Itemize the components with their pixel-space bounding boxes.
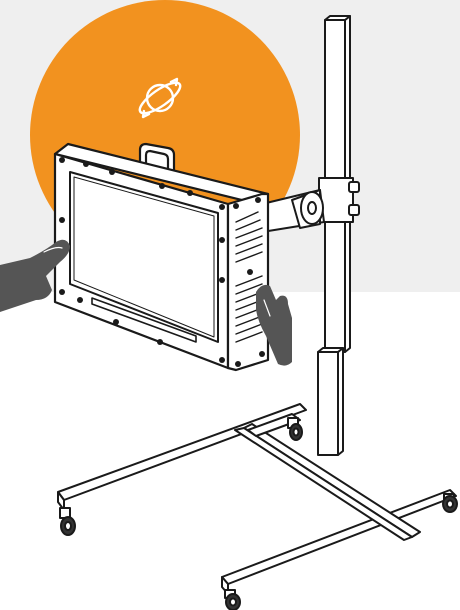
caster-front-right bbox=[442, 493, 458, 513]
right-hand bbox=[256, 284, 292, 366]
bottom-slot bbox=[91, 297, 197, 343]
base-frame bbox=[57, 403, 457, 595]
caster-rear-right bbox=[287, 417, 303, 441]
lower-pole bbox=[317, 347, 344, 456]
side-vents bbox=[235, 211, 263, 343]
rotate-360-icon bbox=[138, 77, 182, 119]
monitor-case bbox=[53, 142, 270, 372]
frame-bolts bbox=[59, 157, 265, 367]
screen bbox=[69, 171, 219, 343]
pole-clamp bbox=[318, 177, 360, 223]
screen-inner bbox=[73, 176, 215, 338]
mount-arm bbox=[261, 189, 325, 233]
left-hand bbox=[0, 239, 70, 312]
caster-rear-left bbox=[59, 507, 76, 536]
stand bbox=[57, 15, 458, 610]
caster-front-left bbox=[224, 589, 241, 610]
